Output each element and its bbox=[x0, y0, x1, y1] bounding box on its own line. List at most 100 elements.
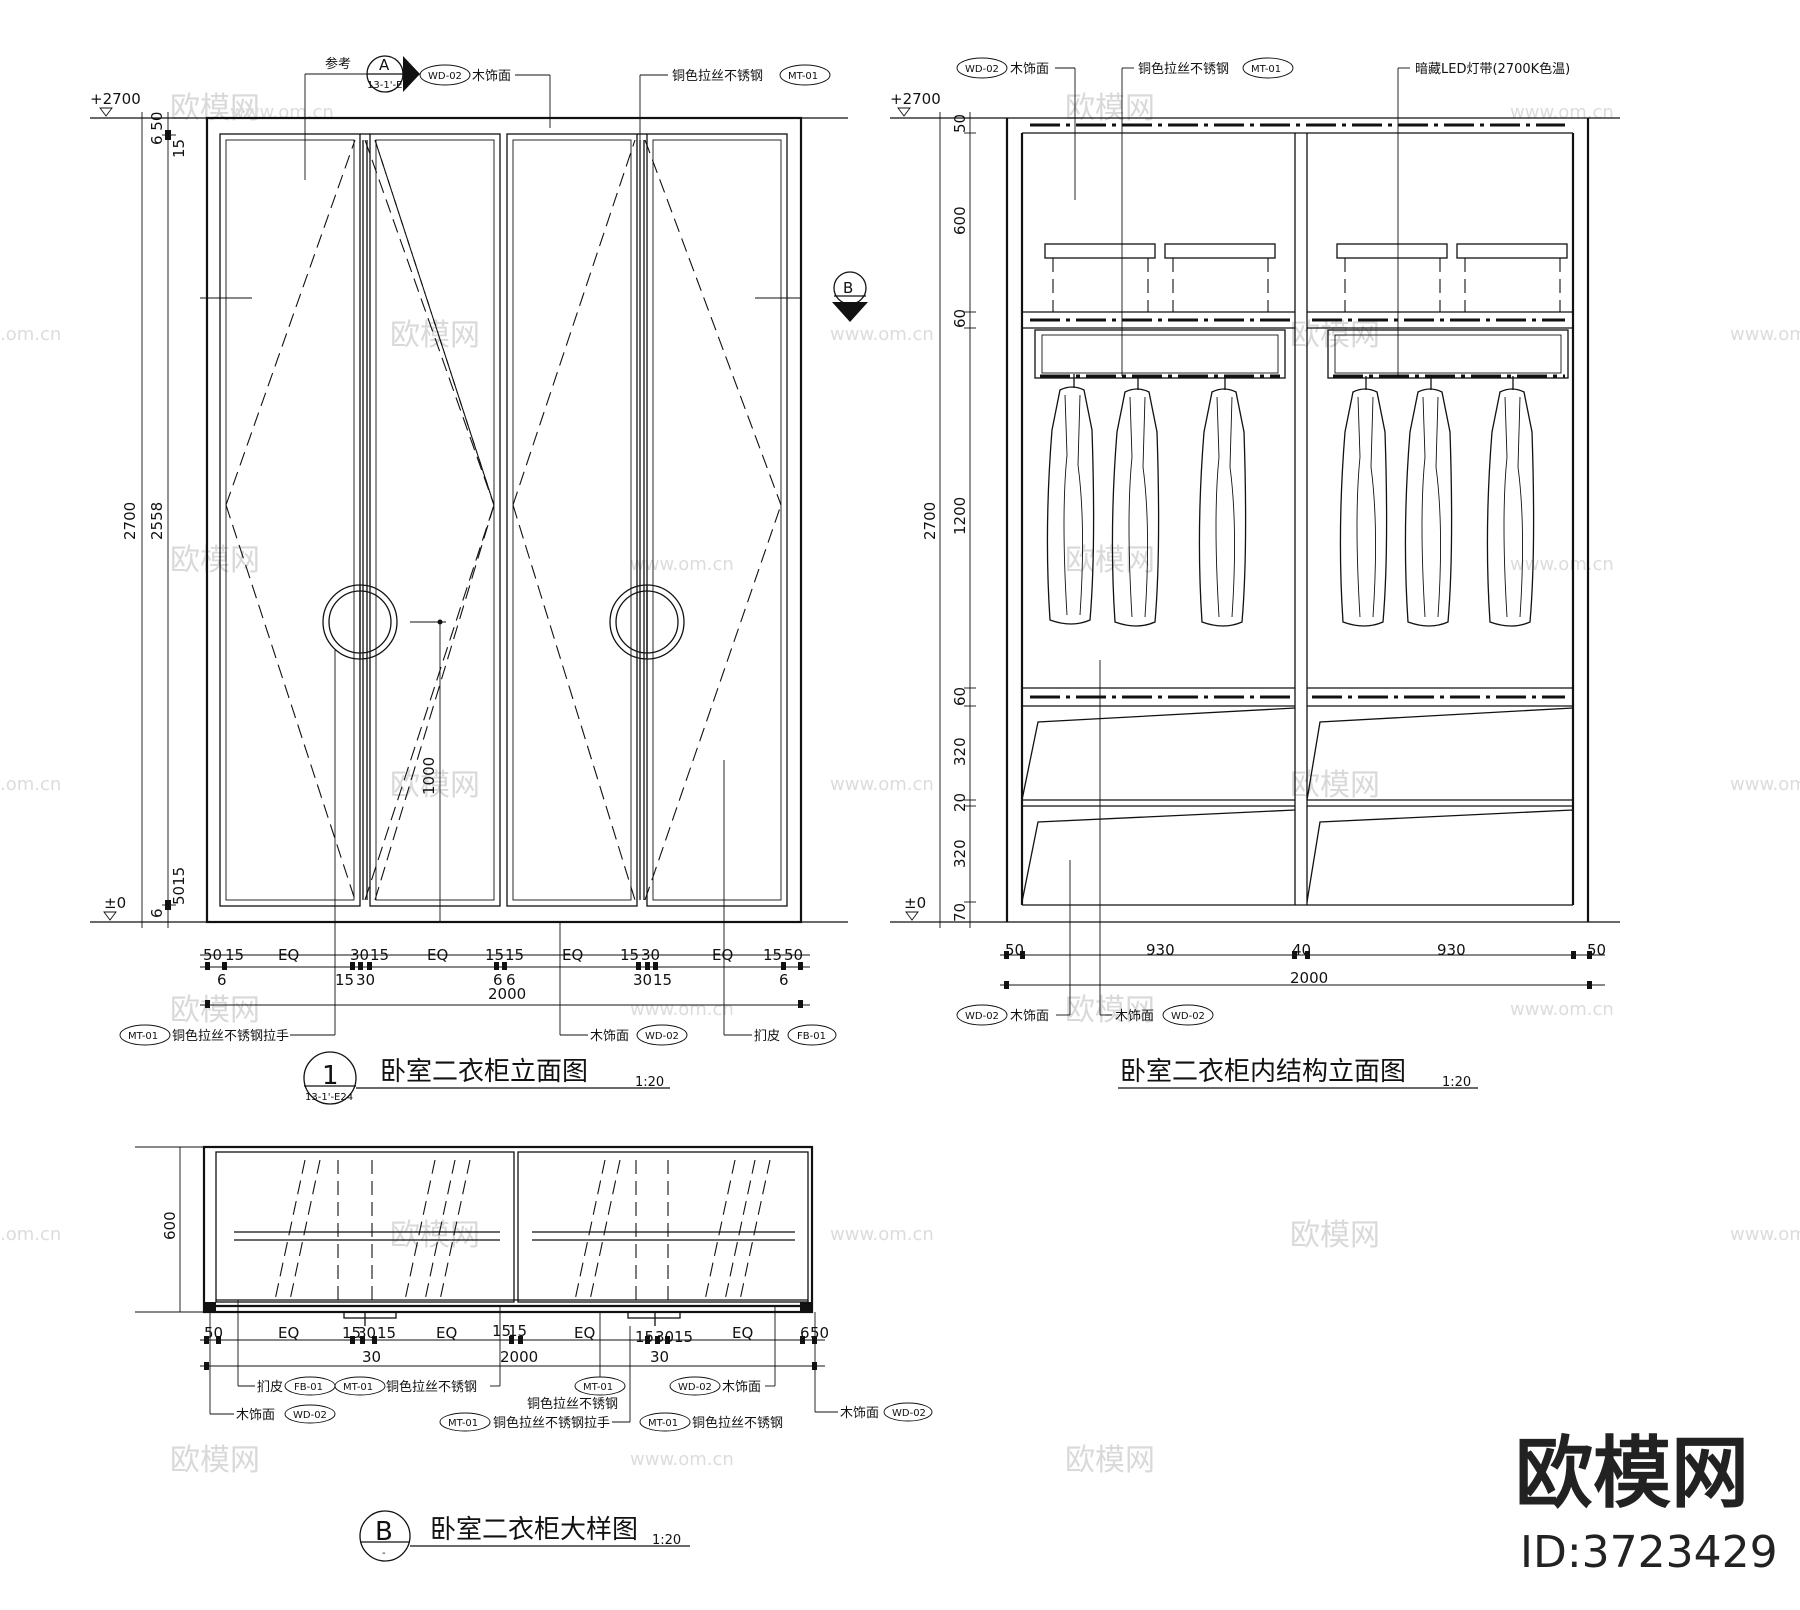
label-steel: 铜色拉丝不锈钢 bbox=[692, 1415, 783, 1431]
dim-bottom: 15 bbox=[620, 946, 639, 964]
dim-bottom-2: 15 bbox=[653, 971, 672, 989]
watermark-url: .om.cn bbox=[0, 1224, 61, 1245]
watermark-url: www.om.cn bbox=[830, 1224, 934, 1245]
tag-mt01: MT-01 bbox=[343, 1382, 373, 1393]
tag-fb01: FB-01 bbox=[294, 1382, 323, 1393]
dim-30b: 30 bbox=[650, 1348, 669, 1366]
dim-row: 15 bbox=[674, 1328, 693, 1346]
dim-6: 6 bbox=[148, 908, 166, 918]
tag-wd02: WD-02 bbox=[1171, 1011, 1205, 1022]
dim-vertical: 60 bbox=[951, 309, 969, 328]
dim-15-top: 15 bbox=[170, 139, 188, 158]
dim-bottom: EQ bbox=[278, 946, 299, 964]
level-top: +2700 bbox=[90, 90, 141, 108]
watermark-text: 欧模网 bbox=[1065, 91, 1155, 126]
watermark-url: www.om.cn bbox=[230, 102, 334, 123]
dim-bottom-2: 6 bbox=[506, 971, 516, 989]
dim-vertical: 50 bbox=[951, 114, 969, 133]
dim-row: 15 bbox=[508, 1322, 527, 1340]
tag-wd02: WD-02 bbox=[678, 1382, 712, 1393]
watermark-url: www.om.cn bbox=[830, 324, 934, 345]
watermark-text: 欧模网 bbox=[1065, 993, 1155, 1028]
watermark-text: 欧模网 bbox=[1290, 1218, 1380, 1253]
dim-vertical: 320 bbox=[951, 737, 969, 766]
dim-2700: 2700 bbox=[121, 502, 139, 540]
label-steel: 铜色拉丝不锈钢 bbox=[527, 1396, 618, 1412]
dim-row: EQ bbox=[574, 1324, 595, 1342]
watermark-url: www.om.cn bbox=[1510, 999, 1614, 1020]
tag-mt01: MT-01 bbox=[128, 1031, 158, 1042]
dim-total: 2000 bbox=[488, 985, 526, 1003]
watermark-url: .om.cn bbox=[0, 774, 61, 795]
watermark-text: 欧模网 bbox=[170, 993, 260, 1028]
drawing-number-ref: - bbox=[382, 1548, 386, 1559]
dim-row: 30 bbox=[655, 1328, 674, 1346]
dim-bottom: EQ bbox=[712, 946, 733, 964]
watermark-layer: 欧模网 欧模网 欧模网 欧模网 欧模网 欧模网 欧模网 欧模网 欧模网 欧模网 … bbox=[0, 91, 1800, 1478]
label-handle: 铜色拉丝不锈钢拉手 bbox=[172, 1028, 289, 1044]
dim-bottom: 30 bbox=[350, 946, 369, 964]
label-wood: 木饰面 bbox=[472, 69, 511, 84]
dim-row: 50 bbox=[204, 1324, 223, 1342]
dim-vertical: 600 bbox=[951, 206, 969, 235]
dim-row: 15 bbox=[377, 1324, 396, 1342]
dim-vertical: 20 bbox=[951, 793, 969, 812]
watermark-url: www.om.cn bbox=[830, 774, 934, 795]
dim-bottom-2: 30 bbox=[633, 971, 652, 989]
dim-bottom: 15 bbox=[370, 946, 389, 964]
watermark-url: www.om.cn bbox=[1510, 102, 1614, 123]
dim-total: 2000 bbox=[500, 1348, 538, 1366]
dim-650: 6 50 bbox=[148, 112, 166, 145]
label-wood: 木饰面 bbox=[236, 1408, 275, 1423]
dim-row: 15 bbox=[635, 1328, 654, 1346]
dim-row: EQ bbox=[436, 1324, 457, 1342]
level-top: +2700 bbox=[890, 90, 941, 108]
dim-600: 600 bbox=[161, 1211, 179, 1240]
tag-mt01: MT-01 bbox=[788, 71, 818, 82]
tag-wd02: WD-02 bbox=[965, 1011, 999, 1022]
watermark-url: www.om.cn bbox=[1730, 324, 1800, 345]
label-wood: 木饰面 bbox=[1115, 1009, 1154, 1024]
dim-2700: 2700 bbox=[921, 502, 939, 540]
dim-bottom-2: 6 bbox=[493, 971, 503, 989]
label-wood: 木饰面 bbox=[840, 1406, 879, 1421]
tag-wd02: WD-02 bbox=[428, 71, 462, 82]
watermark-url: www.om.cn bbox=[630, 554, 734, 575]
logo-id: ID:3723429 bbox=[1520, 1527, 1778, 1578]
watermark-text: 欧模网 bbox=[1065, 543, 1155, 578]
drawing-title: 卧室二衣柜内结构立面图 bbox=[1120, 1057, 1406, 1087]
dim-bottom: 40 bbox=[1292, 941, 1311, 959]
label-wood: 木饰面 bbox=[1010, 62, 1049, 77]
watermark-text: 欧模网 bbox=[170, 1443, 260, 1478]
dim-bottom: 50 bbox=[784, 946, 803, 964]
dim-1000: 1000 bbox=[420, 757, 438, 795]
drawing-number-ref: 13-1'-E24 bbox=[305, 1092, 353, 1103]
drawing-scale: 1:20 bbox=[652, 1533, 681, 1548]
label-wood: 木饰面 bbox=[590, 1029, 629, 1044]
tag-fb01: FB-01 bbox=[797, 1031, 826, 1042]
dim-bottom: 50 bbox=[203, 946, 222, 964]
label-steel: 铜色拉丝不锈钢 bbox=[672, 68, 763, 84]
tag-wd02: WD-02 bbox=[892, 1408, 926, 1419]
dim-bottom: 930 bbox=[1437, 941, 1466, 959]
label-wood: 木饰面 bbox=[1010, 1009, 1049, 1024]
dim-total: 2000 bbox=[1290, 969, 1328, 987]
section-a-ref: 13-1'-E0 bbox=[367, 80, 409, 91]
drawing-title: 卧室二衣柜大样图 bbox=[430, 1515, 638, 1545]
dim-bottom: 930 bbox=[1146, 941, 1175, 959]
dim-bottom: 15 bbox=[485, 946, 504, 964]
section-a-mark: A bbox=[379, 56, 390, 74]
watermark-text: 欧模网 bbox=[390, 1218, 480, 1253]
dim-row: 15 bbox=[492, 1322, 511, 1340]
dim-bottom: 30 bbox=[641, 946, 660, 964]
watermark-url: www.om.cn bbox=[630, 1449, 734, 1470]
wardrobe-interior-elevation: +2700 ±0 50 600 60 1200 60 320 20 320 70… bbox=[890, 57, 1620, 1090]
section-b-mark: B bbox=[843, 279, 853, 297]
dim-bottom-2: 15 bbox=[335, 971, 354, 989]
dim-bottom: EQ bbox=[562, 946, 583, 964]
dim-vertical: 60 bbox=[951, 687, 969, 706]
watermark-text: 欧模网 bbox=[390, 768, 480, 803]
wardrobe-front-elevation: +2700 ±0 2700 2558 6 50 15 6 5015 bbox=[90, 55, 868, 1105]
watermark-url: www.om.cn bbox=[1730, 774, 1800, 795]
